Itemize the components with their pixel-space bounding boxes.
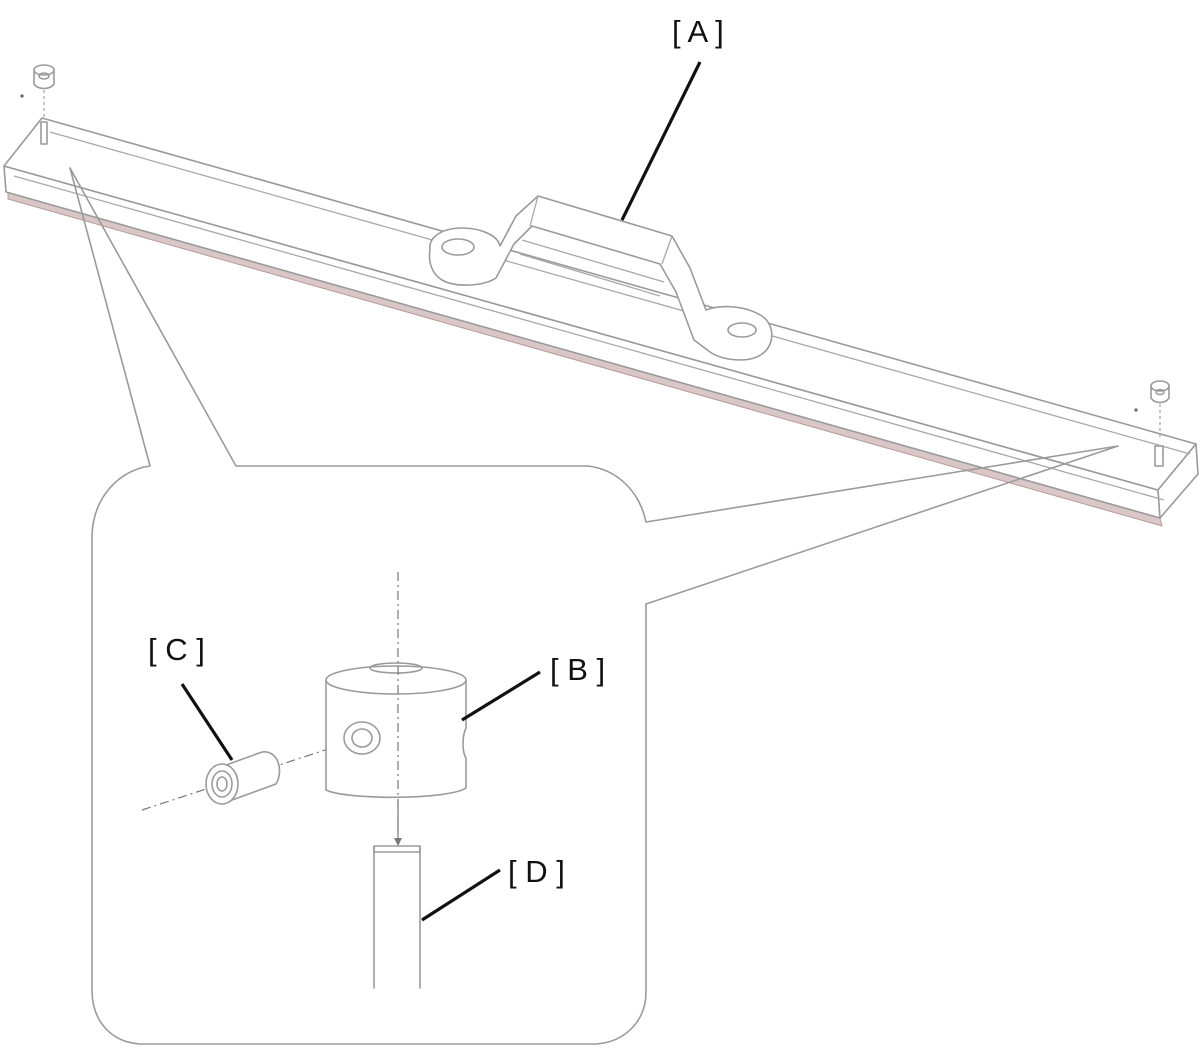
detail-balloon xyxy=(69,167,1119,1045)
bar-groove-line xyxy=(13,175,1165,501)
leader-b xyxy=(461,670,541,722)
oblique-axis xyxy=(141,731,381,811)
bar-top-face xyxy=(3,117,1197,491)
handle-body xyxy=(428,195,773,361)
bar-inner-edge-line xyxy=(49,131,1191,455)
leader-a xyxy=(620,61,702,221)
callout-c: [ C ] xyxy=(148,632,205,667)
leader-c xyxy=(180,683,234,761)
right-screw xyxy=(1134,380,1170,467)
handle-bridge xyxy=(428,195,773,361)
handle-right-hole xyxy=(727,322,757,338)
handle-left-hole xyxy=(441,238,475,256)
handle-slot-upper xyxy=(521,239,665,283)
part-c-set-screw xyxy=(205,751,281,805)
bar-end-face xyxy=(1157,443,1199,519)
bracket-bar xyxy=(3,117,1199,527)
handle-slot-lower xyxy=(519,253,661,297)
callout-b: [ B ] xyxy=(550,652,605,687)
callout-d: [ D ] xyxy=(508,854,565,889)
leader-d xyxy=(421,868,501,922)
callout-a: [ A ] xyxy=(672,14,724,49)
handle-ridge-right xyxy=(661,235,673,265)
left-screw xyxy=(20,64,55,145)
part-d-shaft xyxy=(373,799,421,989)
handle-ridge xyxy=(529,195,539,227)
balloon-outline xyxy=(69,167,1119,1045)
part-b-block xyxy=(325,662,467,800)
